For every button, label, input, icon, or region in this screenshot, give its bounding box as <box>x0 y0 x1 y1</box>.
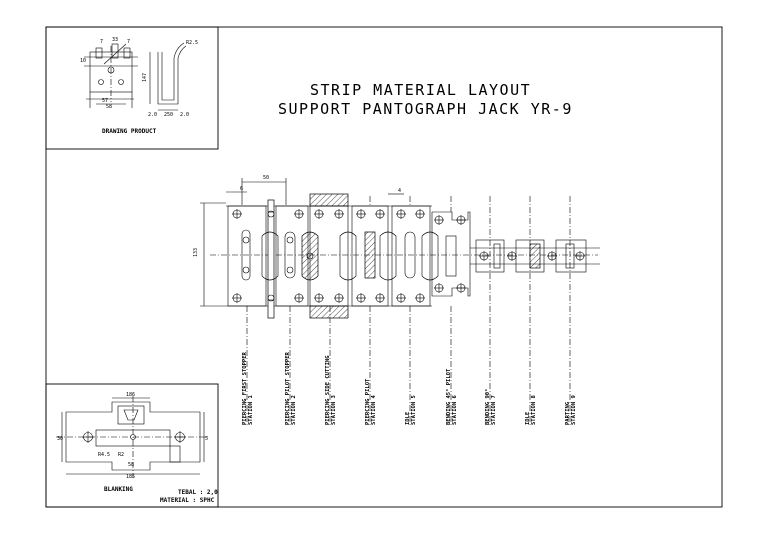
title-line-2: SUPPORT PANTOGRAPH JACK YR-9 <box>278 100 573 118</box>
pilot-bar <box>267 199 275 319</box>
blanking-view-box: 186 185 30 5 R2 R4.5 58 BLANKING TEBAL :… <box>45 383 219 508</box>
station-8-name: IDLE <box>525 412 531 425</box>
station-1-cell <box>227 205 267 307</box>
svg-text:58: 58 <box>106 104 112 110</box>
station-5-name: IDLE <box>405 412 411 425</box>
station-3-cell <box>301 193 357 319</box>
station-8-number: STATION 8 <box>531 395 537 425</box>
product-side-view: 7 33 7 10 57 58 <box>80 37 138 110</box>
station-4-cell <box>351 205 397 307</box>
svg-text:250: 250 <box>164 112 173 118</box>
station-3-number: STATION 3 <box>331 395 337 425</box>
svg-text:7: 7 <box>127 39 130 45</box>
svg-text:7: 7 <box>100 39 103 45</box>
svg-text:2.0: 2.0 <box>148 112 157 118</box>
station-7-name: BENDING 90° <box>485 389 491 425</box>
station-8-cell <box>515 239 557 273</box>
station-1-number: STATION 1 <box>248 395 254 425</box>
station-5-cell <box>391 205 439 307</box>
sheet-border <box>45 26 723 508</box>
station-7-cell <box>475 239 517 273</box>
svg-text:R4.5: R4.5 <box>98 452 110 458</box>
product-caption: DRAWING PRODUCT <box>102 128 157 135</box>
pitch-dimension: 50 <box>263 175 269 181</box>
svg-text:5: 5 <box>205 436 208 442</box>
station-6-number: STATION 6 <box>452 395 458 425</box>
svg-text:186: 186 <box>126 392 135 398</box>
station-6-name: BENDING 45° PILOT <box>446 368 452 425</box>
station-4-number: STATION 4 <box>371 395 377 425</box>
svg-text:R2: R2 <box>118 452 124 458</box>
svg-text:2.0: 2.0 <box>180 112 189 118</box>
svg-text:30: 30 <box>57 436 63 442</box>
svg-text:58: 58 <box>128 462 134 468</box>
svg-text:R2.5: R2.5 <box>186 40 198 46</box>
station-labels: PIERCING FIRST STOPPER STATION 1 PIERCIN… <box>242 351 577 425</box>
blank-shape: 186 185 30 5 R2 R4.5 58 <box>56 392 210 480</box>
svg-text:57: 57 <box>102 98 108 104</box>
svg-text:10: 10 <box>80 58 86 64</box>
product-front-view: 147 250 2.0 2.0 R2.5 <box>142 40 198 118</box>
strip-layout: 133 50 6 4 <box>193 175 600 425</box>
station-9-name: PARTING <box>565 401 571 425</box>
station-5-number: STATION 5 <box>411 395 417 425</box>
station-4-name: PIERCING PILOT <box>365 378 371 425</box>
material-label: MATERIAL : SPHC <box>160 497 215 504</box>
station-9-number: STATION 9 <box>571 395 577 425</box>
carrier-dimension: 4 <box>398 188 401 194</box>
station-1-name: PIERCING FIRST STOPPER <box>242 351 248 425</box>
small-dimension: 6 <box>240 186 243 192</box>
station-7-number: STATION 7 <box>491 395 497 425</box>
svg-text:147: 147 <box>142 73 148 82</box>
strip-width-dimension: 133 <box>193 248 199 257</box>
blanking-caption: BLANKING <box>104 486 133 493</box>
svg-text:33: 33 <box>112 37 118 43</box>
thickness-label: TEBAL : 2,0 <box>178 489 218 496</box>
product-view-box: 7 33 7 10 57 58 147 250 2.0 2.0 R2.5 DRA… <box>45 26 219 150</box>
station-2-number: STATION 2 <box>291 395 297 425</box>
station-3-name: PIERCING SIDE CUTTING <box>325 355 331 425</box>
title-line-1: STRIP MATERIAL LAYOUT <box>310 81 531 99</box>
station-2-name: PIERCING PILOT STOPPER <box>285 351 291 425</box>
station-9-cell <box>555 239 587 273</box>
svg-text:185: 185 <box>126 474 135 480</box>
